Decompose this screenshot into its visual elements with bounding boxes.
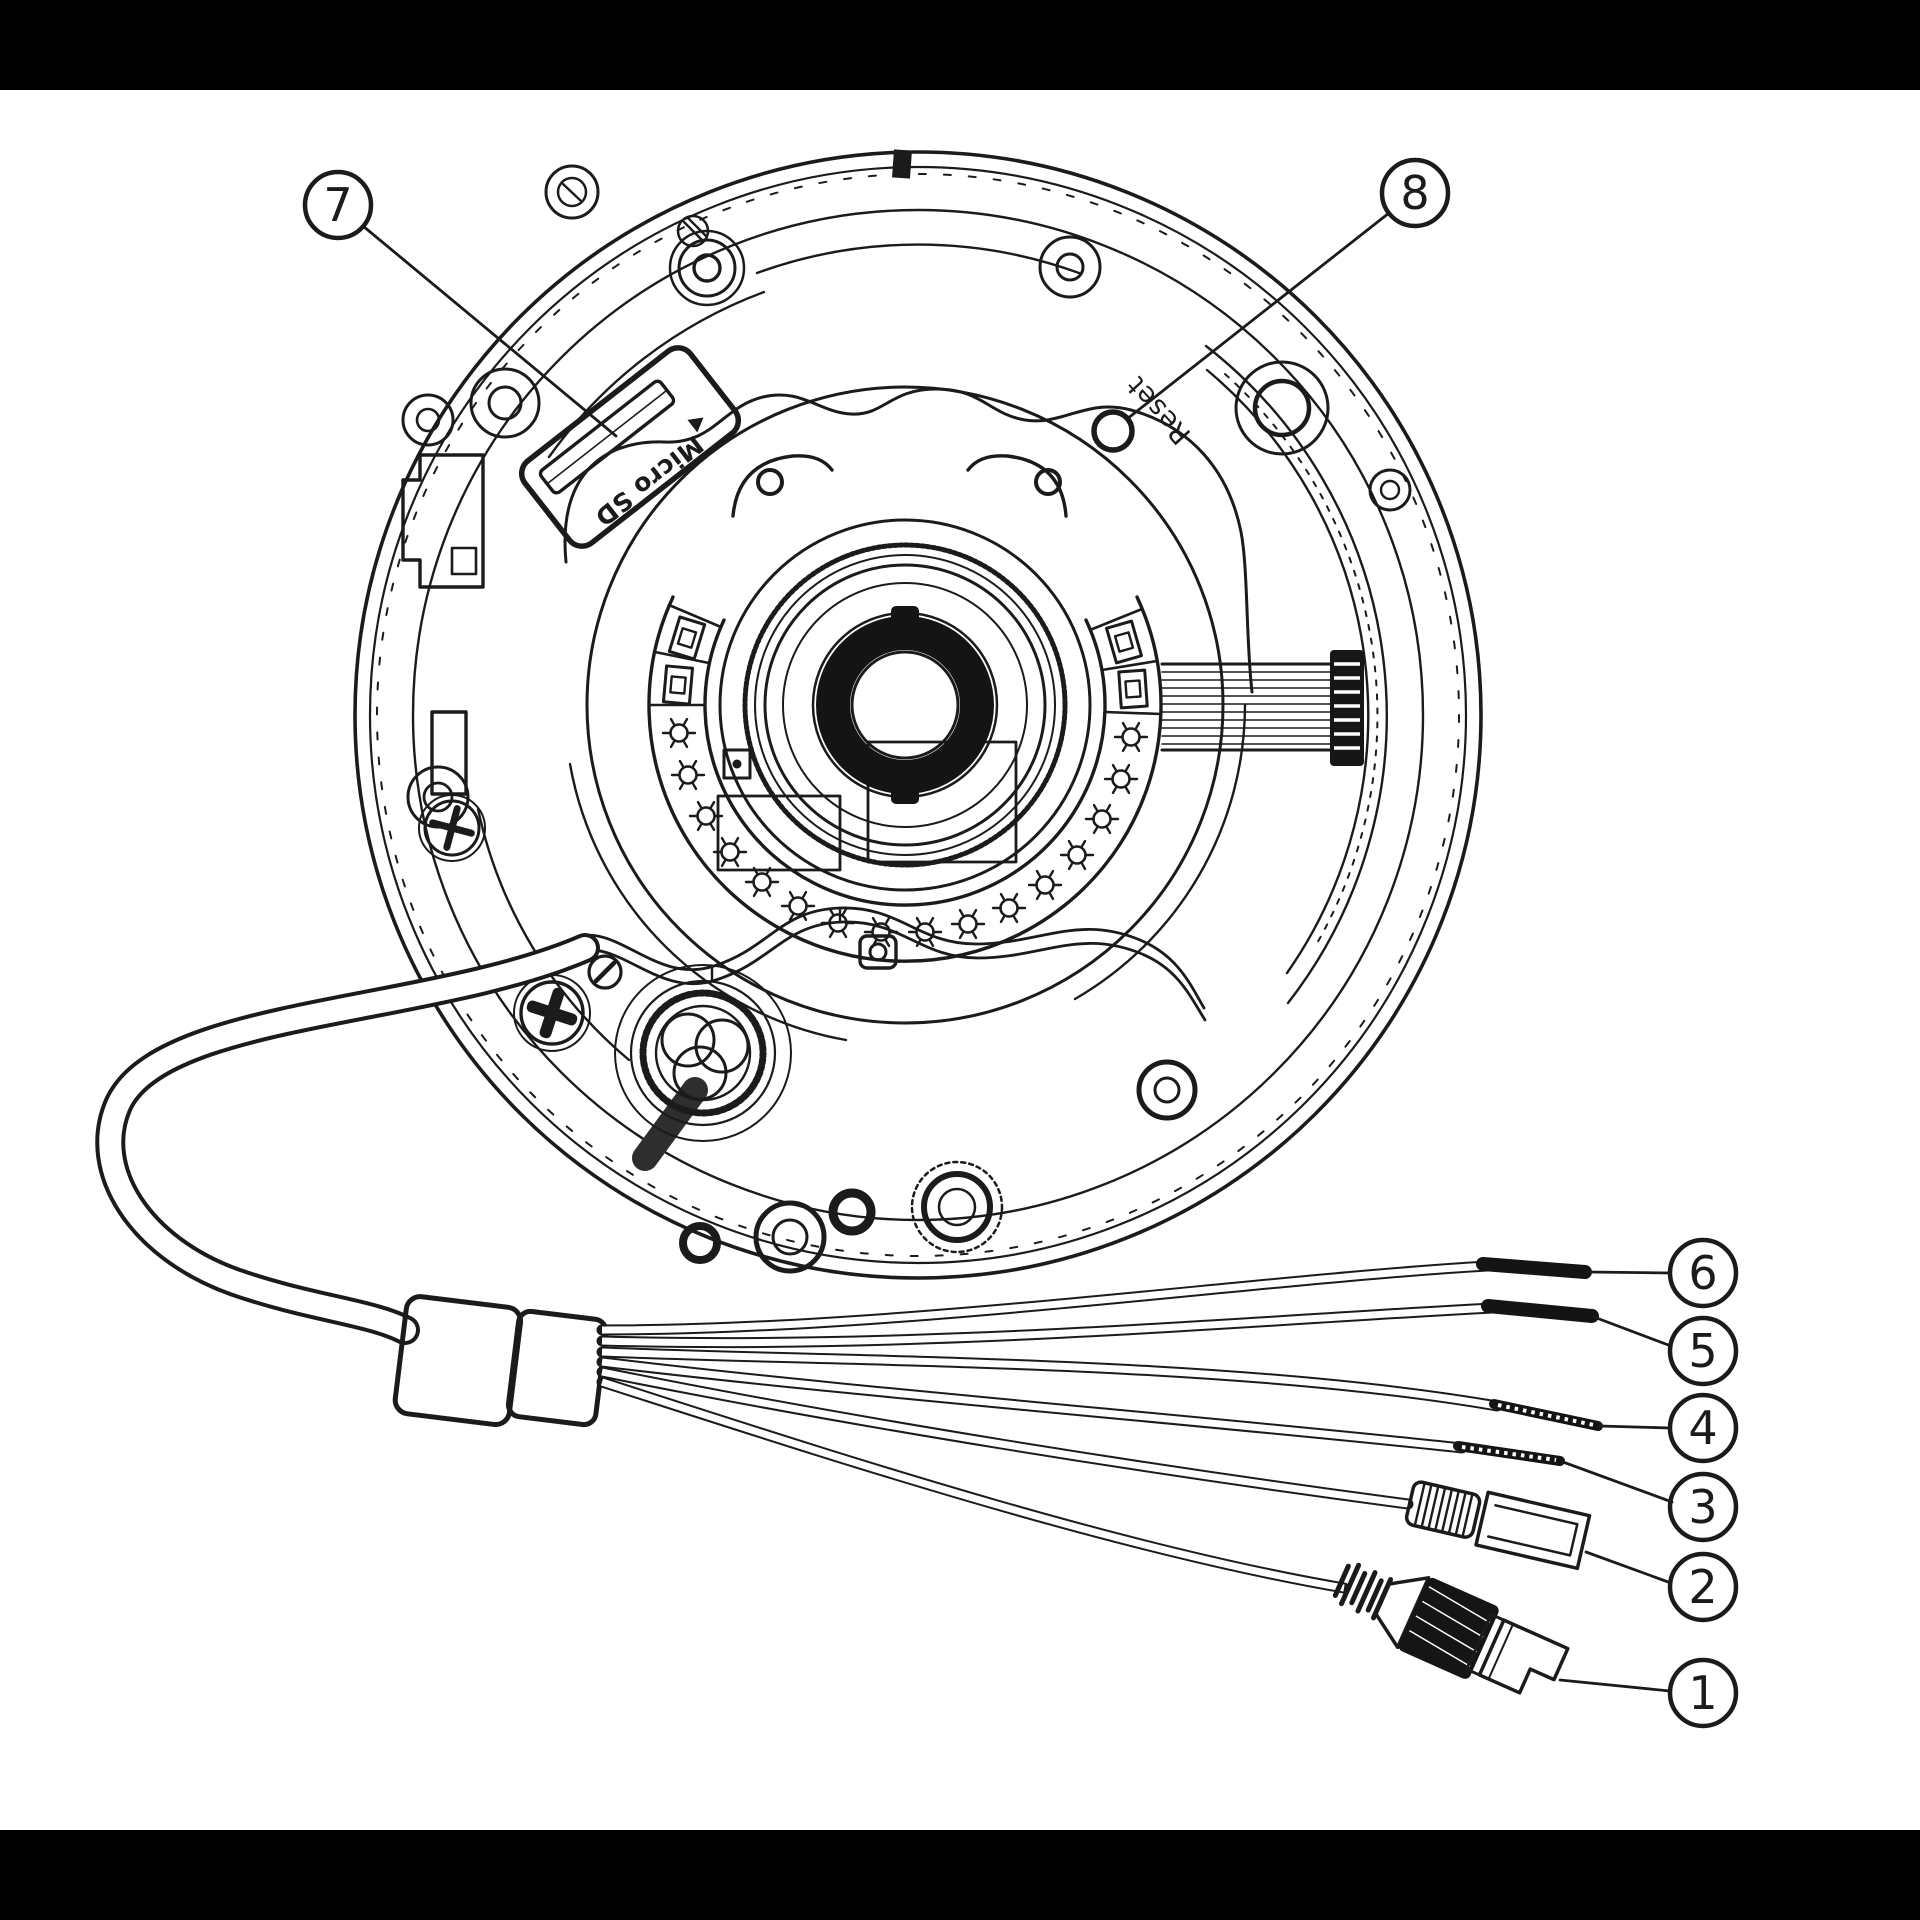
- wire-3-tip: [1461, 1445, 1557, 1462]
- ir-sensor: [722, 748, 752, 780]
- callout-8-number: 8: [1400, 166, 1429, 220]
- screw-hole: [1038, 235, 1102, 299]
- lens-clip-right: [966, 454, 1068, 518]
- wire-4: [596, 1346, 1603, 1431]
- pcb-module-rect: [401, 453, 485, 589]
- screw-hole: [828, 1188, 876, 1236]
- ribbon-cable: [1160, 650, 1364, 766]
- leader-8: [1125, 211, 1391, 421]
- gimbal-fan: [614, 964, 792, 1171]
- callout-5-number: 5: [1688, 1324, 1717, 1378]
- wire-1: [596, 1376, 1350, 1594]
- callout-1: 1: [1667, 1657, 1739, 1729]
- screw-hole: [753, 1200, 827, 1274]
- leader-lines: [361, 211, 1674, 1693]
- letterbox-top: [0, 0, 1920, 90]
- pcb-block-left: [716, 794, 842, 872]
- leader-6: [1585, 1270, 1672, 1275]
- cross-screw: [418, 794, 486, 862]
- ir-led-ring: [647, 595, 1163, 963]
- micro-sd-slot: Micro SD: [518, 345, 742, 549]
- cable-harness: [95, 933, 1603, 1695]
- screw-hole: [1136, 1059, 1198, 1121]
- rj45-connector: [1332, 1562, 1570, 1695]
- leader-4: [1598, 1424, 1672, 1430]
- callout-8: 8: [1379, 157, 1451, 229]
- reset-button: Reset: [1091, 370, 1197, 453]
- wire-6-tip: [1476, 1257, 1592, 1279]
- callout-7-number: 7: [323, 178, 352, 232]
- cable-clamp: [430, 710, 468, 796]
- lens-barrel: [816, 616, 994, 794]
- leader-1: [1558, 1678, 1672, 1693]
- ir-leds: [661, 717, 1149, 948]
- screw-hole: [1234, 360, 1330, 456]
- callout-2: 2: [1667, 1551, 1739, 1623]
- screw-hole: [469, 367, 541, 439]
- wire-2: [596, 1366, 1414, 1510]
- led-pad: [667, 615, 707, 661]
- leader-7: [361, 224, 618, 438]
- wire-5: [596, 1299, 1599, 1349]
- callout-3-number: 3: [1688, 1480, 1717, 1534]
- letterbox-bottom: [0, 1830, 1920, 1920]
- screw-hole: [910, 1160, 1004, 1254]
- lens-glass: [850, 650, 960, 760]
- screws-and-holes: [401, 164, 1412, 1274]
- leader-2: [1584, 1550, 1673, 1585]
- leader-3: [1561, 1460, 1674, 1504]
- led-pad: [1105, 619, 1143, 665]
- led-pad: [1117, 668, 1149, 710]
- camera-housing: [353, 149, 1483, 1280]
- wire-5-tip: [1481, 1299, 1599, 1323]
- callout-6-number: 6: [1688, 1246, 1717, 1300]
- callout-4-number: 4: [1688, 1401, 1717, 1455]
- screw-hole: [1368, 468, 1412, 512]
- lens-clip-left: [731, 454, 834, 518]
- rim-screw: [544, 164, 600, 220]
- callout-3: 3: [1667, 1471, 1739, 1543]
- callout-1-number: 1: [1688, 1666, 1717, 1720]
- callout-4: 4: [1667, 1392, 1739, 1464]
- wire-3: [596, 1356, 1565, 1466]
- wire-6: [596, 1257, 1592, 1336]
- phillips-screw: [513, 974, 591, 1052]
- callout-6: 6: [1667, 1237, 1739, 1309]
- cable-splitter: [392, 1294, 609, 1428]
- screw-hole: [406, 765, 470, 829]
- screw-hole: [401, 393, 455, 447]
- screw-post: [668, 214, 746, 307]
- callout-7: 7: [302, 169, 374, 241]
- callout-5: 5: [1667, 1315, 1739, 1387]
- callout-2-number: 2: [1688, 1560, 1717, 1614]
- callouts: 7 8 6 5 4 3 2 1: [302, 157, 1739, 1729]
- rim-seam-mark: [892, 149, 912, 179]
- dc-power-connector: [1404, 1480, 1592, 1571]
- led-pad: [661, 664, 695, 706]
- lens-assembly: [585, 385, 1225, 1025]
- leader-5: [1592, 1315, 1673, 1348]
- screw-hole: [679, 1222, 721, 1264]
- small-screw: [587, 954, 623, 990]
- sd-insert-arrow-icon: [687, 417, 704, 433]
